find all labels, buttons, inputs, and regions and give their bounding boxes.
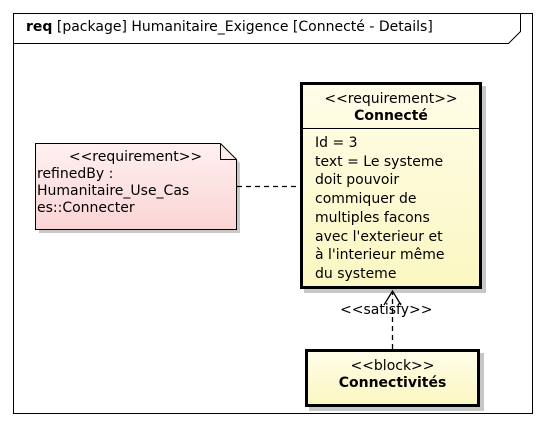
block-stereotype: <<block>> (350, 358, 435, 374)
requirement-property-line: doit pouvoir (315, 172, 400, 189)
note-line: refinedBy : (37, 166, 114, 182)
satisfy-arrowhead (383, 289, 402, 306)
requirement-property-line: text = Le systeme (315, 153, 444, 170)
requirement-property-line: avec l'exterieur et (315, 228, 443, 245)
frame-title: [package] Humanitaire_Exigence [Connecté… (56, 19, 433, 35)
requirement-header: <<requirement>> Connecté (303, 85, 479, 129)
requirement-box[interactable]: <<requirement>> Connecté Id = 3 text = L… (300, 82, 482, 289)
note-stereotype: <<requirement>> (68, 149, 203, 165)
frame-keyword: req (26, 19, 53, 35)
satisfy-label: <<satisfy>> (340, 302, 433, 318)
diagram-frame (13, 13, 533, 414)
note-line: es::Connecter (37, 200, 135, 216)
requirement-property-line: Id = 3 (315, 135, 358, 151)
note-line: Humanitaire_Use_Cas (37, 183, 190, 199)
requirement-property-line: à l'interieur même (315, 247, 445, 264)
note-fold (220, 143, 237, 160)
frame-title-tab (13, 13, 521, 44)
requirement-name: Connecté (354, 108, 428, 124)
frame-header: req [package] Humanitaire_Exigence [Conn… (26, 18, 433, 36)
requirement-property-line: commiquer de (315, 191, 417, 208)
block-name: Connectivités (338, 375, 447, 391)
block-box[interactable]: <<block>> Connectivités (305, 349, 480, 407)
requirement-property-line: multiples facons (315, 209, 430, 226)
refined-by-note[interactable]: <<requirement>> refinedBy : Humanitaire_… (35, 143, 236, 229)
note-shape (35, 143, 237, 230)
requirement-stereotype: <<requirement>> (324, 91, 458, 107)
requirement-property-line: du systeme (315, 265, 397, 282)
requirement-properties: Id = 3 text = Le systeme doit pouvoir co… (303, 129, 479, 284)
